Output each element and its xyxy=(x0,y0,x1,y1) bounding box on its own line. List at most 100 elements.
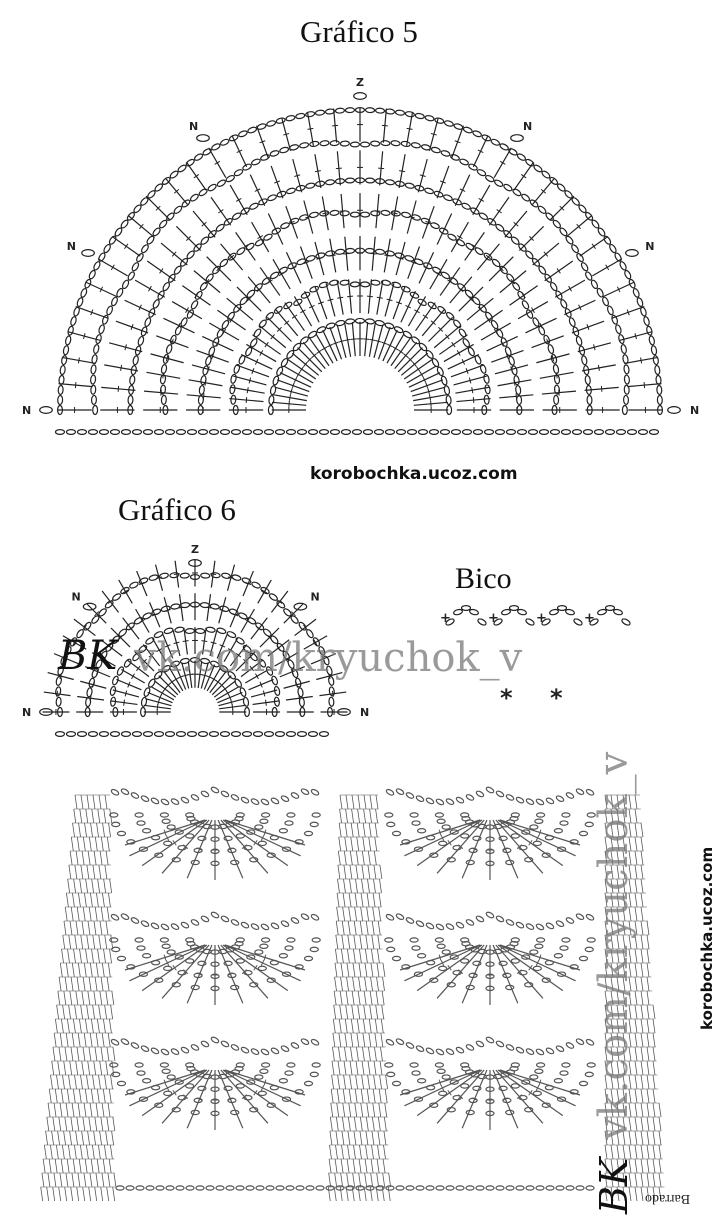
chain-stitch xyxy=(553,394,560,405)
double-crochet-stitch xyxy=(105,920,109,936)
chain-stitch xyxy=(273,685,281,696)
double-crochet-stitch xyxy=(66,892,69,908)
chain-stitch xyxy=(309,285,320,293)
double-crochet-stitch xyxy=(75,850,79,866)
stitch-bar xyxy=(535,959,540,966)
double-crochet-stitch xyxy=(351,794,355,810)
double-crochet-stitch xyxy=(338,836,342,852)
chain-stitch xyxy=(532,1090,542,1097)
double-crochet-stitch xyxy=(610,892,614,908)
double-crochet-stitch xyxy=(334,962,338,978)
chain-stitch xyxy=(380,279,392,286)
chain-stitch xyxy=(591,219,600,229)
chain-stitch xyxy=(510,937,520,943)
chain-stitch xyxy=(559,227,568,237)
double-crochet-stitch xyxy=(357,808,360,824)
chain-stitch xyxy=(589,618,599,626)
chain-stitch xyxy=(116,830,127,837)
chain-stitch xyxy=(441,1074,451,1080)
double-crochet-stitch xyxy=(104,1004,108,1020)
chain-stitch xyxy=(328,686,335,697)
double-crochet-stitch xyxy=(73,1144,77,1160)
chain-stitch xyxy=(386,1071,396,1078)
double-crochet-stitch xyxy=(634,794,638,810)
chain-stitch xyxy=(409,291,420,299)
chain-stitch xyxy=(82,602,97,611)
chain-stitch xyxy=(200,915,210,923)
double-crochet-stitch xyxy=(634,1032,638,1048)
double-crochet-stitch xyxy=(78,1158,82,1174)
chain-stitch xyxy=(578,204,587,214)
double-crochet-stitch xyxy=(353,1130,357,1146)
stitch-bar xyxy=(555,372,558,379)
double-crochet-stitch xyxy=(628,1186,632,1202)
chain-stitch xyxy=(134,937,144,943)
double-crochet-stitch xyxy=(98,1004,102,1020)
stitch-bar xyxy=(414,309,420,314)
chain-stitch xyxy=(465,1185,475,1191)
chain-stitch xyxy=(54,730,66,737)
double-crochet-stitch xyxy=(376,976,379,992)
double-crochet-stitch xyxy=(347,1144,350,1160)
stitch-bar xyxy=(578,304,582,311)
chain-stitch xyxy=(141,1077,152,1084)
stitch-bar xyxy=(185,307,189,313)
chain-stitch xyxy=(460,958,470,964)
stitch-bar xyxy=(183,969,189,975)
double-crochet-stitch xyxy=(377,934,381,950)
double-crochet-stitch xyxy=(99,990,103,1006)
double-crochet-stitch xyxy=(43,1144,47,1160)
double-crochet-stitch xyxy=(333,1004,337,1020)
stitch-bar xyxy=(540,189,547,194)
stitch-bar xyxy=(516,844,522,850)
chain-stitch xyxy=(142,730,154,737)
double-crochet-stitch xyxy=(652,1144,656,1160)
double-crochet-stitch xyxy=(377,1116,381,1132)
double-crochet-stitch xyxy=(363,1004,367,1020)
stitch-bar xyxy=(498,266,504,272)
chain-stitch xyxy=(359,281,371,288)
double-crochet-stitch xyxy=(634,850,638,866)
stitch-bar xyxy=(502,1097,509,1101)
chain-stitch xyxy=(650,345,658,356)
double-crochet-stitch xyxy=(351,990,355,1006)
double-crochet-stitch xyxy=(628,850,632,866)
chain-stitch xyxy=(434,117,445,124)
barrado-watermark-text: vk.com/kryuchok_v xyxy=(591,751,637,1140)
chain-stitch xyxy=(624,269,632,280)
chain-stitch xyxy=(565,1042,575,1049)
chain-stitch xyxy=(547,344,555,355)
chain-stitch xyxy=(667,406,681,414)
stitch-bar xyxy=(109,645,114,651)
chain-stitch xyxy=(159,1062,170,1068)
stitch-bar xyxy=(332,124,339,127)
double-crochet-stitch xyxy=(343,864,347,880)
double-crochet-stitch xyxy=(640,1004,644,1020)
double-crochet-stitch xyxy=(610,1116,614,1132)
stitch-bar xyxy=(397,257,404,260)
chain-stitch xyxy=(339,140,350,147)
chain-stitch xyxy=(159,219,168,229)
double-crochet-stitch xyxy=(628,962,632,978)
stitch-bar xyxy=(272,227,279,231)
chain-stitch xyxy=(533,164,543,173)
chain-stitch xyxy=(652,355,659,366)
chain-stitch xyxy=(575,335,583,346)
double-crochet-stitch xyxy=(604,1186,608,1202)
chain-stitch xyxy=(505,984,515,991)
chain-stitch xyxy=(575,788,585,796)
stitch-bar xyxy=(218,209,224,214)
stitch-bar xyxy=(465,368,469,374)
double-crochet-stitch xyxy=(87,1060,91,1076)
stitch-bar xyxy=(422,314,429,319)
chain-stitch xyxy=(654,364,661,376)
chain-stitch xyxy=(278,827,289,834)
chain-stitch xyxy=(147,678,156,688)
chain-stitch xyxy=(309,946,319,953)
chain-stitch xyxy=(249,652,258,662)
chain-stitch xyxy=(561,812,571,818)
chain-stitch xyxy=(319,210,330,217)
double-crochet-stitch xyxy=(86,1074,89,1090)
double-crochet-stitch xyxy=(80,794,84,810)
double-crochet-stitch xyxy=(604,822,608,838)
